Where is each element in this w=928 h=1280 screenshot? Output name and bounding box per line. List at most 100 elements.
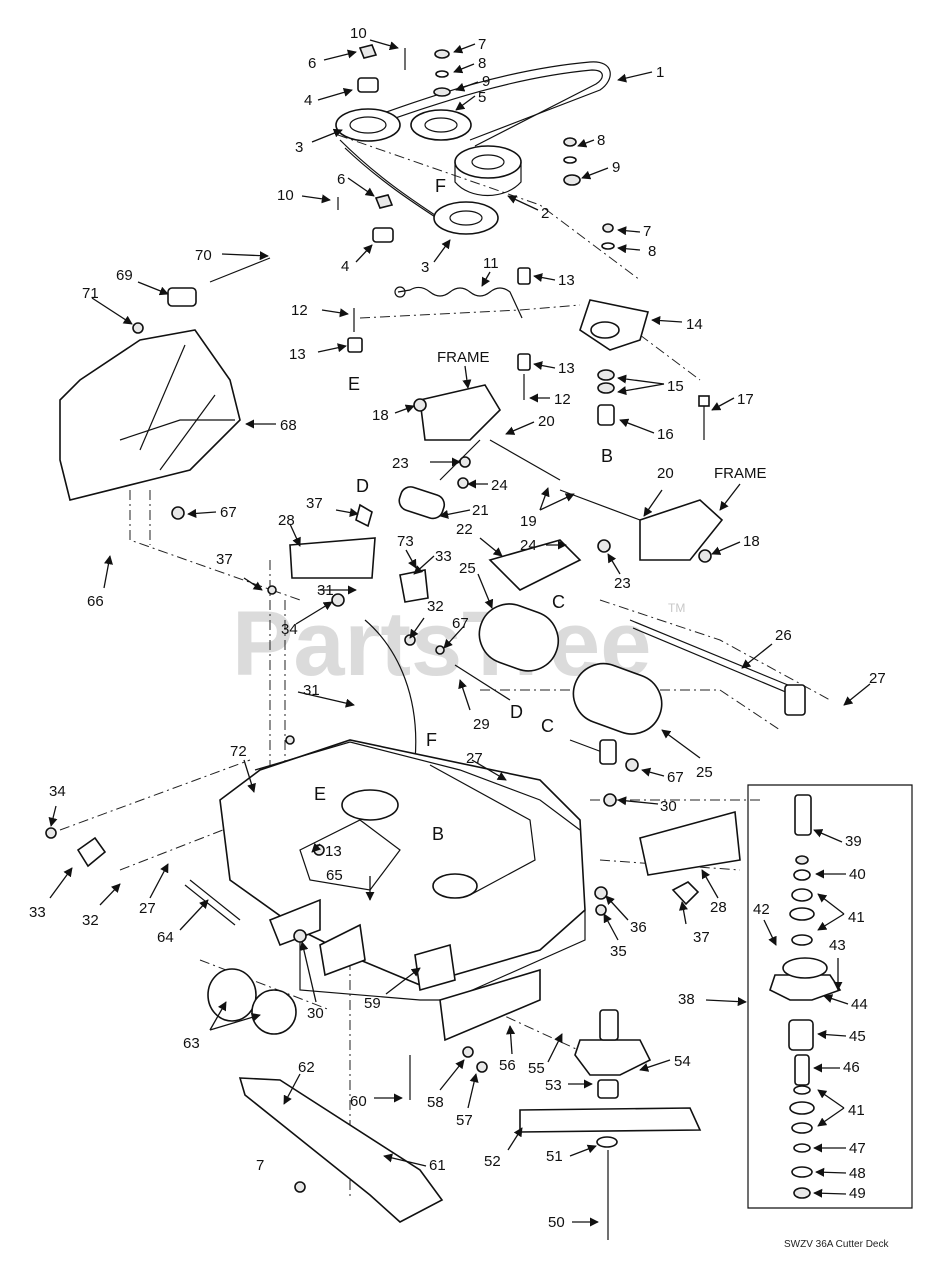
callout-72: 72 <box>230 743 247 760</box>
callout-34: 34 <box>49 783 66 800</box>
roller-25-lower <box>572 662 663 735</box>
callout-67: 67 <box>452 615 469 632</box>
frame-labels: FRAME FRAME <box>437 349 767 511</box>
callout-13: 13 <box>325 843 342 860</box>
callout-41: 41 <box>848 909 865 926</box>
ref-letter-d-bottom: D <box>510 702 523 722</box>
ref-letter-b-top: B <box>601 446 613 466</box>
frame-bracket-left <box>419 384 502 441</box>
callout-30: 30 <box>660 798 677 815</box>
nut-6-lower <box>374 194 394 209</box>
ref-letter-c-bottom: C <box>541 716 554 736</box>
spacer-4-upper <box>357 77 379 93</box>
callout-32: 32 <box>82 912 99 929</box>
roller-25-upper <box>478 603 560 672</box>
callout-23: 23 <box>392 455 409 472</box>
deck-wheels <box>207 968 609 1240</box>
spindle-opening <box>341 789 399 821</box>
callout-9: 9 <box>612 159 620 176</box>
callout-4: 4 <box>304 92 312 109</box>
callout-27: 27 <box>139 900 156 917</box>
frame-bracket-right <box>639 499 724 561</box>
inset-frame <box>747 784 913 1209</box>
callout-8: 8 <box>478 55 486 72</box>
reference-letters: F E B D C D C F E B <box>314 176 613 844</box>
callout-60: 60 <box>350 1093 367 1110</box>
callout-44: 44 <box>851 996 868 1013</box>
callout-27: 27 <box>466 750 483 767</box>
skid-56 <box>439 968 541 1042</box>
callout-35: 35 <box>610 943 627 960</box>
callout-41: 41 <box>848 1102 865 1119</box>
callout-leaders <box>48 39 871 1227</box>
callout-53: 53 <box>545 1077 562 1094</box>
callout-31: 31 <box>303 682 320 699</box>
callout-23: 23 <box>614 575 631 592</box>
chute-rod-70 <box>209 257 271 283</box>
callout-73: 73 <box>397 533 414 550</box>
lift-link-22 <box>488 539 582 591</box>
ref-letter-b-bottom: B <box>432 824 444 844</box>
callout-45: 45 <box>849 1028 866 1045</box>
callout-8: 8 <box>597 132 605 149</box>
callout-37: 37 <box>216 551 233 568</box>
callout-46: 46 <box>843 1059 860 1076</box>
roller-bracket-26 <box>784 684 806 716</box>
callout-26: 26 <box>775 627 792 644</box>
diagram-caption: SWZV 36A Cutter Deck <box>784 1239 889 1250</box>
nut-6-upper <box>358 44 378 59</box>
callout-63: 63 <box>183 1035 200 1052</box>
pulley-5 <box>410 109 472 141</box>
callout-59: 59 <box>364 995 381 1012</box>
pulley-3-upper <box>335 108 401 142</box>
callout-33: 33 <box>29 904 46 921</box>
lift-arm-21 <box>398 486 446 520</box>
callout-61: 61 <box>429 1157 446 1174</box>
callout-14: 14 <box>686 316 703 333</box>
callout-18: 18 <box>372 407 389 424</box>
callout-27: 27 <box>869 670 886 687</box>
callout-3: 3 <box>295 139 303 156</box>
callout-37: 37 <box>693 929 710 946</box>
spindle-assembly-inset <box>747 784 913 1209</box>
callout-5: 5 <box>478 89 486 106</box>
ref-letter-e-bottom: E <box>314 784 326 804</box>
callout-36: 36 <box>630 919 647 936</box>
grass-chute <box>59 257 271 501</box>
callout-13: 13 <box>558 272 575 289</box>
callout-57: 57 <box>456 1112 473 1129</box>
callout-25: 25 <box>459 560 476 577</box>
callout-37: 37 <box>306 495 323 512</box>
idler-hardware <box>347 267 724 561</box>
callout-20: 20 <box>657 465 674 482</box>
belt-and-pulleys <box>335 44 615 250</box>
spacer-4-lower <box>372 227 394 243</box>
callout-10: 10 <box>350 25 367 42</box>
callout-70: 70 <box>195 247 212 264</box>
callout-55: 55 <box>528 1060 545 1077</box>
pulley-2 <box>454 145 522 179</box>
callout-19: 19 <box>520 513 537 530</box>
callout-33: 33 <box>435 548 452 565</box>
callout-17: 17 <box>737 391 754 408</box>
callout-65: 65 <box>326 867 343 884</box>
callout-10: 10 <box>277 187 294 204</box>
callout-6: 6 <box>337 171 345 188</box>
callout-29: 29 <box>473 716 490 733</box>
ref-letter-d-top: D <box>356 476 369 496</box>
callout-12: 12 <box>291 302 308 319</box>
callout-32: 32 <box>427 598 444 615</box>
callout-numbers: 1 2 3 3 4 4 5 6 6 7 7 7 8 8 8 9 9 10 10 … <box>29 25 886 1231</box>
callout-7: 7 <box>478 36 486 53</box>
spindle-housing-53 <box>574 1039 652 1076</box>
callout-25: 25 <box>696 764 713 781</box>
callout-31: 31 <box>317 582 334 599</box>
pin-29 <box>454 664 511 701</box>
callout-12: 12 <box>554 391 571 408</box>
baffle-28-right <box>639 810 741 876</box>
callout-62: 62 <box>298 1059 315 1076</box>
callout-54: 54 <box>674 1053 691 1070</box>
ref-letter-e-top: E <box>348 374 360 394</box>
callout-71: 71 <box>82 285 99 302</box>
